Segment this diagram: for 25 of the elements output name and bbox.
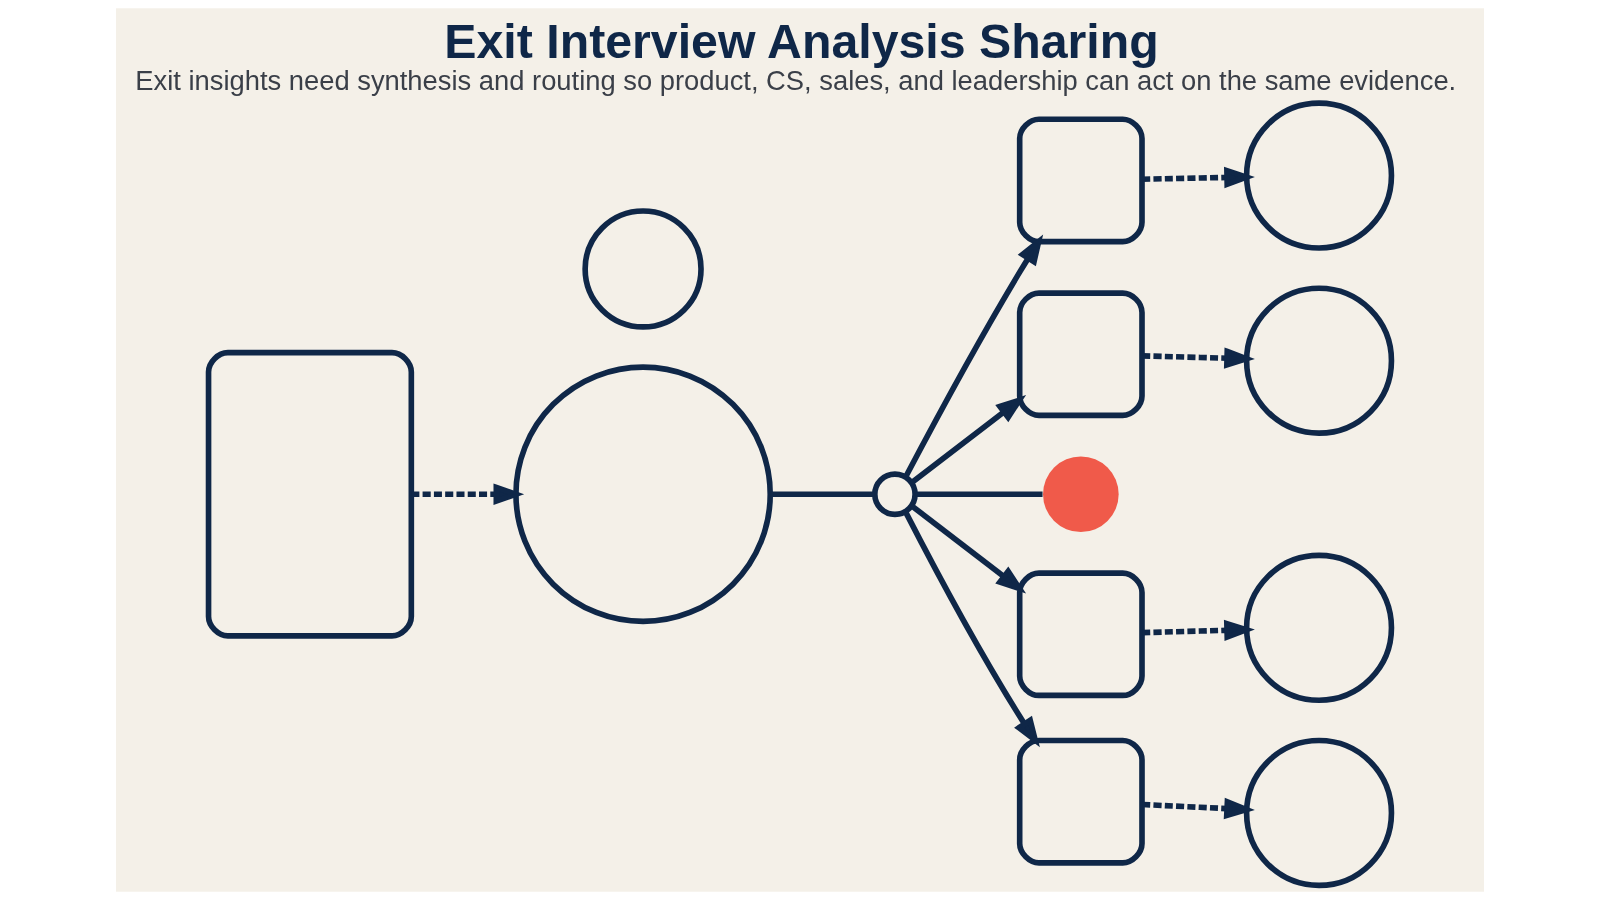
arrow xyxy=(1142,166,1255,189)
arrow xyxy=(411,483,525,505)
arrow xyxy=(1142,797,1255,820)
node-box xyxy=(1016,116,1145,245)
node-circle xyxy=(582,208,704,330)
node-box xyxy=(1016,570,1145,699)
arrow xyxy=(903,234,1044,479)
node-circle xyxy=(513,364,774,625)
connector xyxy=(770,491,875,498)
arrow xyxy=(909,503,1027,594)
diagram-title: Exit Interview Analysis Sharing xyxy=(444,14,1159,69)
arrow xyxy=(909,395,1027,486)
node-circle xyxy=(1243,737,1395,889)
node-circle xyxy=(1043,456,1119,533)
node-box xyxy=(205,349,415,639)
node-circle xyxy=(872,471,918,518)
node-box xyxy=(1016,290,1145,419)
node-circle xyxy=(1243,552,1395,704)
arrow xyxy=(1142,619,1255,642)
node-box xyxy=(1016,737,1145,866)
connector xyxy=(915,491,1043,498)
node-circle xyxy=(1243,285,1395,436)
arrow xyxy=(903,510,1040,748)
node-circle xyxy=(1243,100,1395,251)
arrow xyxy=(1142,347,1255,369)
